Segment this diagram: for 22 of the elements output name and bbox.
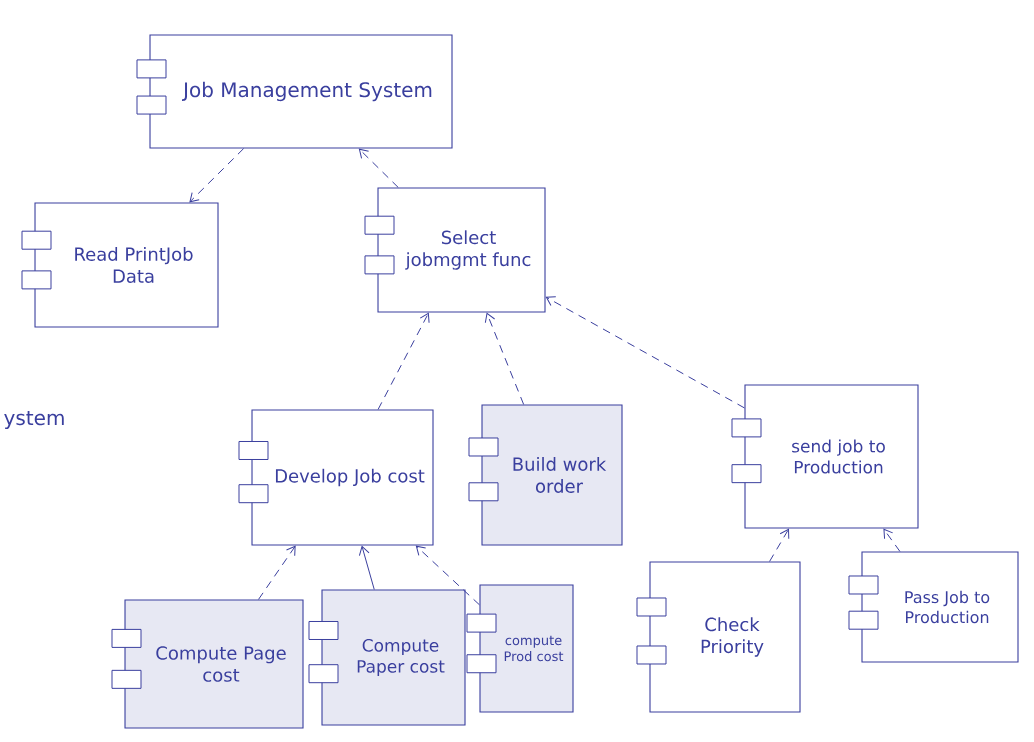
arrow bbox=[258, 545, 296, 600]
arrow bbox=[545, 296, 745, 409]
arrow bbox=[377, 312, 430, 410]
arrow bbox=[415, 545, 480, 606]
component-box: compute Prod cost bbox=[466, 584, 574, 713]
component-box: Pass Job to Production bbox=[848, 551, 1019, 663]
component-box: Develop Job cost bbox=[238, 409, 434, 546]
component-box: Compute Page cost bbox=[111, 599, 304, 729]
component-box: Job Management System bbox=[136, 34, 453, 149]
arrow bbox=[358, 148, 399, 188]
component-box: Compute Paper cost bbox=[308, 589, 466, 726]
arrow bbox=[358, 545, 375, 590]
arrow bbox=[484, 312, 525, 405]
component-box: Select jobmgmt func bbox=[364, 187, 546, 313]
text-fragment: ystem bbox=[4, 410, 64, 430]
component-box: Check Priority bbox=[636, 561, 801, 713]
arrow bbox=[189, 148, 245, 203]
arrow bbox=[769, 528, 790, 562]
component-box: send job to Production bbox=[731, 384, 919, 529]
component-box: Build work order bbox=[468, 404, 623, 546]
component-box: Read PrintJob Data bbox=[21, 202, 219, 328]
arrow bbox=[883, 528, 901, 552]
